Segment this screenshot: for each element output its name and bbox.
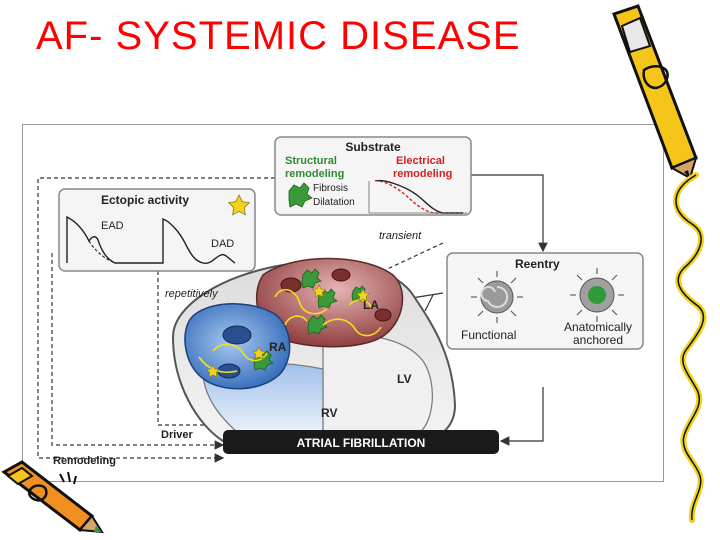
slide-title: AF- SYSTEMIC DISEASE: [36, 14, 521, 58]
ectopic-activity-box: Ectopic activity EAD DAD: [58, 188, 256, 272]
ra-label: RA: [269, 340, 287, 354]
substrate-heading: Substrate: [345, 140, 401, 154]
fibrosis-patch-icon: [288, 182, 313, 208]
anatomical-label-2: anchored: [573, 333, 623, 347]
squiggle-line-icon: [673, 172, 707, 523]
electrical-remodeling-label-1: Electrical: [396, 155, 445, 167]
remodeling-label: Remodeling: [53, 455, 116, 467]
driver-label: Driver: [161, 429, 194, 441]
atrial-fibrillation-banner: ATRIAL FIBRILLATION: [223, 430, 499, 454]
af-mechanism-diagram: Substrate Structural remodeling Electric…: [37, 136, 644, 467]
la-label: LA: [363, 298, 379, 312]
dilatation-label: Dilatation: [313, 197, 355, 208]
anatomical-label-1: Anatomically: [564, 320, 632, 334]
reentry-box: Reentry: [446, 252, 644, 350]
star-icon: [227, 194, 251, 216]
transient-label: transient: [379, 230, 422, 242]
lv-label: LV: [397, 372, 411, 386]
pencil-icon: [612, 4, 698, 180]
electrical-remodeling-label-2: remodeling: [393, 168, 452, 180]
ead-label: EAD: [101, 220, 124, 232]
functional-reentry-icon: [471, 271, 523, 323]
feedback-arrows: [37, 177, 275, 463]
ectopic-heading: Ectopic activity: [101, 193, 189, 207]
rv-label: RV: [321, 406, 337, 420]
pencil-clipart-corner: [1, 460, 104, 534]
dad-label: DAD: [211, 238, 234, 250]
pencil-icon: [1, 460, 104, 534]
ead-trace: [66, 215, 236, 265]
action-potential-trace: [376, 179, 463, 214]
functional-label: Functional: [461, 328, 516, 342]
action-potential-trace-dashed: [374, 179, 463, 214]
substrate-box: Substrate Structural remodeling Electric…: [274, 136, 472, 216]
reentry-heading: Reentry: [515, 257, 560, 271]
anatomical-reentry-icon: [570, 268, 624, 322]
structural-remodeling-label-1: Structural: [285, 155, 337, 167]
structural-remodeling-label-2: remodeling: [285, 168, 344, 180]
heart-illustration: LA RA LV RV: [171, 257, 457, 442]
pencil-clipart-right: [612, 4, 707, 523]
atrial-fibrillation-label: ATRIAL FIBRILLATION: [297, 436, 426, 450]
af-mechanism-figure: Substrate Structural remodeling Electric…: [22, 124, 664, 482]
fibrosis-label: Fibrosis: [313, 183, 348, 194]
ectopic-foci-icons: [205, 284, 371, 378]
repetitively-label: repetitively: [165, 288, 219, 300]
